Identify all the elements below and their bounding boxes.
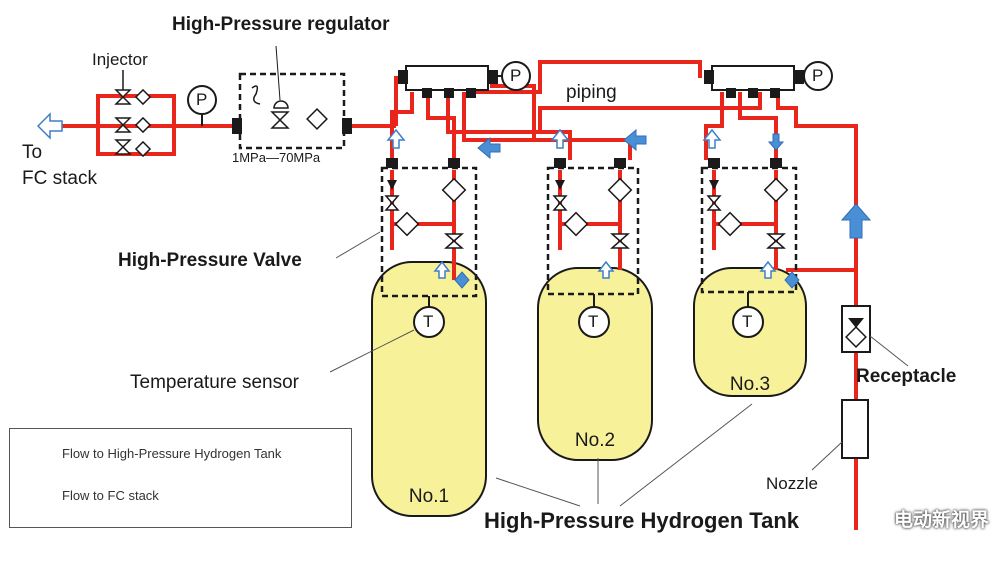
- tank-no1: [371, 261, 487, 517]
- manifold-1: [398, 65, 503, 98]
- temperature-sensor-3: [732, 292, 764, 338]
- watermark: 电动新视界: [893, 510, 989, 531]
- gauge-p-1: P: [196, 90, 208, 109]
- pressure-gauge-2: [501, 61, 531, 91]
- sensor-t-1: T: [423, 312, 434, 331]
- tank-name-1: No.1: [408, 486, 450, 507]
- gauge-p-2: P: [510, 66, 522, 85]
- nozzle: [811, 399, 869, 471]
- flow-arrows-to-fc: [36, 112, 777, 279]
- receptacle-label: Receptacle: [856, 366, 957, 387]
- nozzle-label: Nozzle: [766, 474, 818, 493]
- valve-connectors: [386, 158, 782, 190]
- injector-label: Injector: [92, 50, 148, 69]
- tank-name-2: No.2: [574, 430, 616, 451]
- tank-no2: [537, 267, 653, 461]
- piping-label: piping: [566, 82, 617, 103]
- valve-box-1: [380, 166, 478, 298]
- valve-symbols: [384, 177, 789, 249]
- flow-arrows-to-tank: [454, 128, 872, 289]
- leader-lines: [335, 231, 753, 507]
- injector-bank: [114, 70, 152, 158]
- fc-stack-label: FC stack: [22, 168, 97, 189]
- gauge-p-3: P: [812, 66, 824, 85]
- pressure-gauge-3: [803, 61, 833, 91]
- regulator-box: [232, 45, 352, 150]
- regulator-label: High-Pressure regulator: [172, 14, 390, 35]
- manifold-2: [704, 65, 804, 98]
- pressure-gauge-1: [187, 85, 217, 126]
- temperature-sensor-2: [578, 294, 610, 338]
- valve-label: High-Pressure Valve: [118, 250, 302, 271]
- tank-name-3: No.3: [729, 374, 771, 395]
- tank-caption: High-Pressure Hydrogen Tank: [484, 508, 799, 533]
- piping: [60, 60, 858, 530]
- legend-to-fc: Flow to FC stack: [62, 488, 159, 503]
- pressure-range-label: 1MPa—70MPa: [232, 150, 321, 165]
- sensor-t-2: T: [588, 312, 599, 331]
- legend-to-tank: Flow to High-Pressure Hydrogen Tank: [62, 446, 282, 461]
- legend: Flow to High-Pressure Hydrogen Tank Flow…: [9, 428, 352, 528]
- sensor-t-3: T: [742, 312, 753, 331]
- receptacle: [841, 305, 909, 367]
- temperature-sensor-label: Temperature sensor: [130, 372, 299, 393]
- temperature-sensor-1: [329, 296, 445, 373]
- to-label: To: [22, 142, 43, 163]
